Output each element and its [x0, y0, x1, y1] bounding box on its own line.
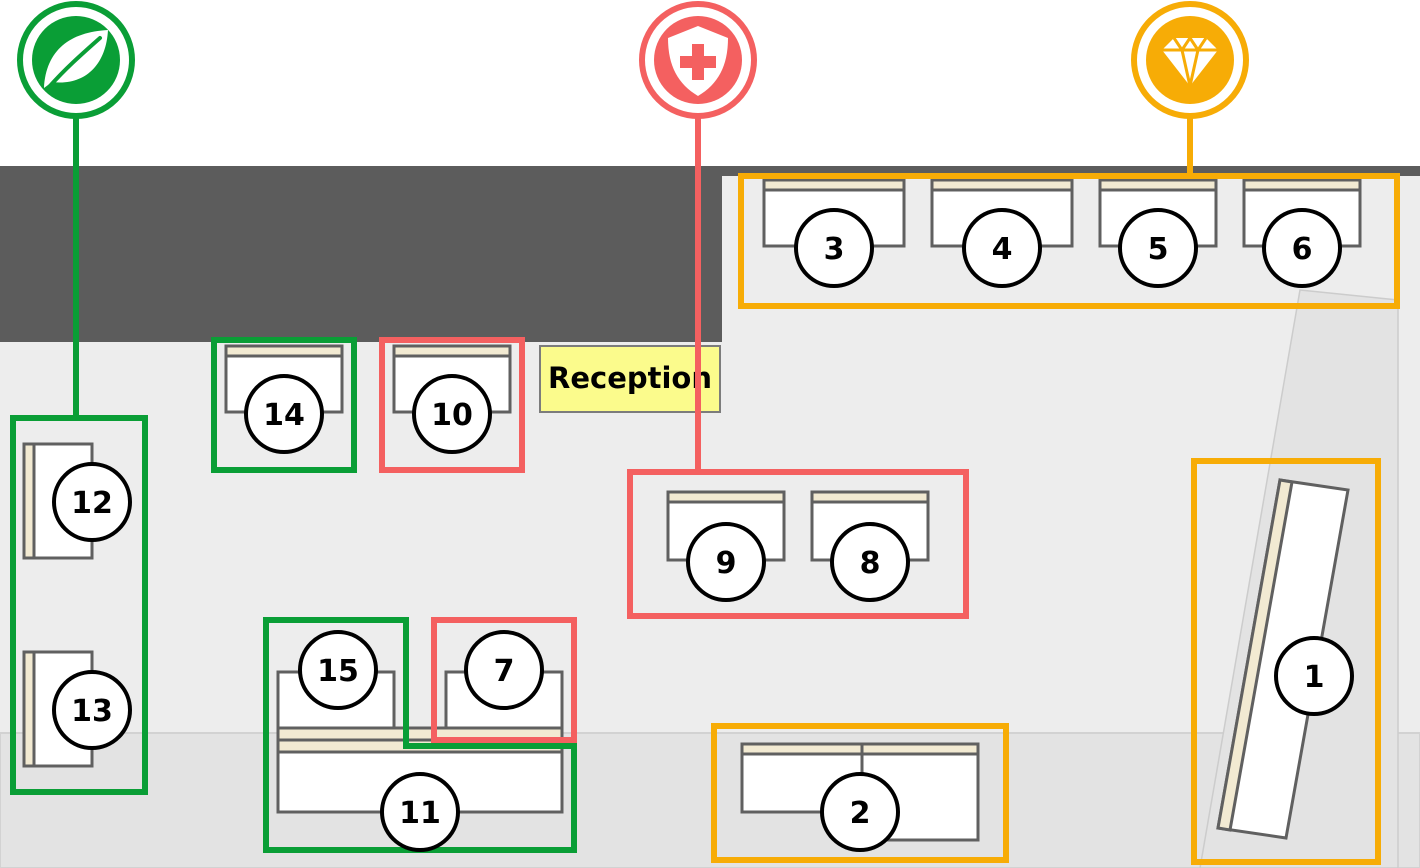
wall	[0, 166, 722, 342]
seat-14[interactable]: 14	[244, 374, 324, 454]
group-box-red-10	[379, 337, 525, 473]
shield-plus-icon	[639, 1, 757, 119]
diamond-icon	[1131, 1, 1249, 119]
svg-text:15: 15	[317, 654, 359, 689]
reception-box	[539, 345, 721, 413]
svg-text:14: 14	[263, 398, 305, 433]
group-box-red-7	[431, 617, 577, 743]
group-box-orange-bottom	[711, 723, 1009, 863]
svg-text:13: 13	[71, 694, 113, 729]
group-box-green-11-15	[263, 617, 577, 853]
svg-text:6: 6	[1292, 232, 1313, 267]
seat-5[interactable]: 5	[1118, 208, 1198, 288]
group-box-orange-right	[1191, 458, 1381, 865]
seat-15[interactable]: 15	[298, 630, 378, 710]
group-box-orange-top	[738, 173, 1400, 309]
svg-text:11: 11	[399, 796, 441, 831]
svg-text:5: 5	[1148, 232, 1169, 267]
svg-text:12: 12	[71, 486, 113, 521]
seat-8[interactable]: 8	[830, 522, 910, 602]
seat-10[interactable]: 10	[412, 374, 492, 454]
seat-13[interactable]: 13	[52, 670, 132, 750]
floor-lower-strip	[0, 732, 1420, 868]
group-box-green-14	[211, 337, 357, 473]
leaf-icon	[17, 1, 135, 119]
seat-6[interactable]: 6	[1262, 208, 1342, 288]
svg-text:8: 8	[860, 546, 881, 581]
svg-text:3: 3	[824, 232, 845, 267]
svg-text:1: 1	[1304, 660, 1325, 695]
reception-label: Reception	[548, 361, 712, 395]
group-box-green-left	[10, 415, 148, 795]
seat-9[interactable]: 9	[686, 522, 766, 602]
seat-7[interactable]: 7	[464, 630, 544, 710]
seat-12[interactable]: 12	[52, 462, 132, 542]
svg-text:7: 7	[494, 654, 515, 689]
seat-3[interactable]: 3	[794, 208, 874, 288]
group-box-red-9-8	[627, 469, 969, 619]
svg-text:9: 9	[716, 546, 737, 581]
seat-1[interactable]: 1	[1274, 636, 1354, 716]
svg-text:4: 4	[992, 232, 1013, 267]
wall-top-strip	[722, 166, 1420, 176]
seat-4[interactable]: 4	[962, 208, 1042, 288]
svg-text:2: 2	[850, 796, 871, 831]
seat-11[interactable]: 11	[380, 772, 460, 852]
seat-2[interactable]: 2	[820, 772, 900, 852]
svg-text:10: 10	[431, 398, 473, 433]
